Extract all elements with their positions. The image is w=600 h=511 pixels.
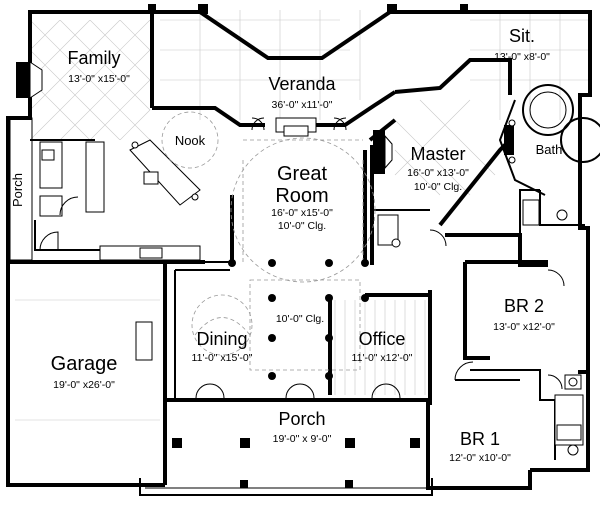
- office-dim: 11'-0" x12'-0": [352, 352, 413, 364]
- columns: [148, 4, 468, 488]
- bath-name: Bath: [536, 142, 563, 157]
- dining-dim: 11'-0" x15'-0": [192, 352, 253, 364]
- fireplace-family: [16, 62, 30, 98]
- porch-side-name: Porch: [10, 173, 25, 207]
- master-clg: 10'-0" Clg.: [414, 181, 462, 193]
- great-room-name-2: Room: [275, 185, 328, 207]
- nook-name: Nook: [175, 133, 206, 148]
- sit-name: Sit.: [509, 26, 535, 46]
- great-room-clg: 10'-0" Clg.: [278, 220, 326, 232]
- sit-dim: 13'-0" x8'-0": [494, 51, 550, 63]
- porch-front-dim: 19'-0" x 9'-0": [273, 433, 332, 445]
- dining-name: Dining: [196, 329, 247, 349]
- garage-dim: 19'-0" x26'-0": [53, 379, 115, 391]
- porch-front-name: Porch: [278, 409, 325, 429]
- office-name: Office: [359, 329, 406, 349]
- veranda-name: Veranda: [268, 74, 336, 94]
- master-dim: 16'-0" x13'-0": [407, 167, 469, 179]
- exterior-walls: [6, 10, 592, 496]
- great-room-name-1: Great: [277, 163, 327, 185]
- room-labels: Family 13'-0" x15'-0" Veranda 36'-0" x11…: [10, 26, 562, 464]
- fixtures: [9, 61, 584, 456]
- family-dim: 13'-0" x15'-0": [68, 73, 130, 85]
- veranda-dim: 36'-0" x11'-0": [272, 99, 333, 111]
- br2-name: BR 2: [504, 296, 544, 316]
- br1-dim: 12'-0" x10'-0": [449, 452, 511, 464]
- floor-tiles: [15, 10, 590, 421]
- br1-name: BR 1: [460, 429, 500, 449]
- family-name: Family: [68, 48, 121, 68]
- foyer-clg: 10'-0" Clg.: [276, 313, 324, 325]
- br2-dim: 13'-0" x12'-0": [493, 321, 555, 333]
- garage-name: Garage: [51, 353, 118, 375]
- master-name: Master: [410, 144, 465, 164]
- great-room-dim: 16'-0" x15'-0": [271, 207, 333, 219]
